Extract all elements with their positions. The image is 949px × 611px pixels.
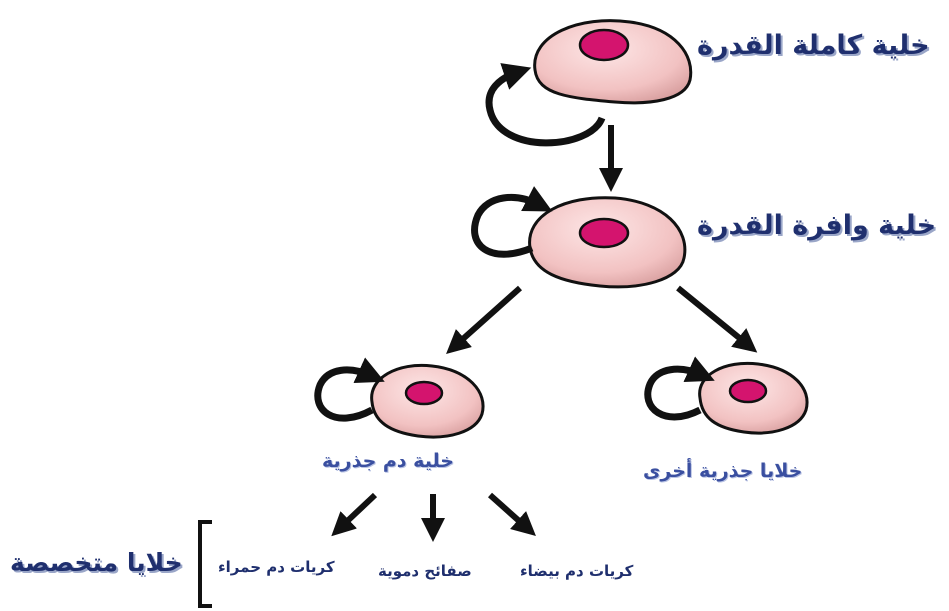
arrow-icon [446,285,522,354]
self-renewal-arrow-icon [644,356,715,421]
label-blood-stem: خلية دم جذرية [322,450,454,472]
arrow-icon [331,492,378,537]
arrow-icon [676,285,758,353]
arrow-icon [488,492,536,536]
label-pluripotent: خلية وافرة القدرة [697,210,937,241]
label-platelets: صفائح دموية [378,562,472,580]
nucleus-icon [578,28,630,62]
label-totipotent: خلية كاملة القدرة [697,30,930,61]
nucleus-icon [728,378,768,404]
nucleus-icon [578,217,630,249]
label-specialized: خلايا متخصصة [10,548,183,577]
pluripotent-cell [528,196,687,289]
self-renewal-arrow-icon [485,63,606,147]
bracket-icon [198,520,212,608]
label-red-cells: كريات دم حمراء [218,558,335,576]
nucleus-icon [404,380,444,406]
totipotent-cell [533,19,693,105]
self-renewal-arrow-icon [471,186,553,258]
self-renewal-arrow-icon [314,357,385,422]
blood-stem-cell [370,363,485,439]
label-other-stem: خلايا جذرية أخرى [643,460,803,482]
label-white-cells: كريات دم بيضاء [520,562,634,580]
other-stem-cell [698,361,809,435]
